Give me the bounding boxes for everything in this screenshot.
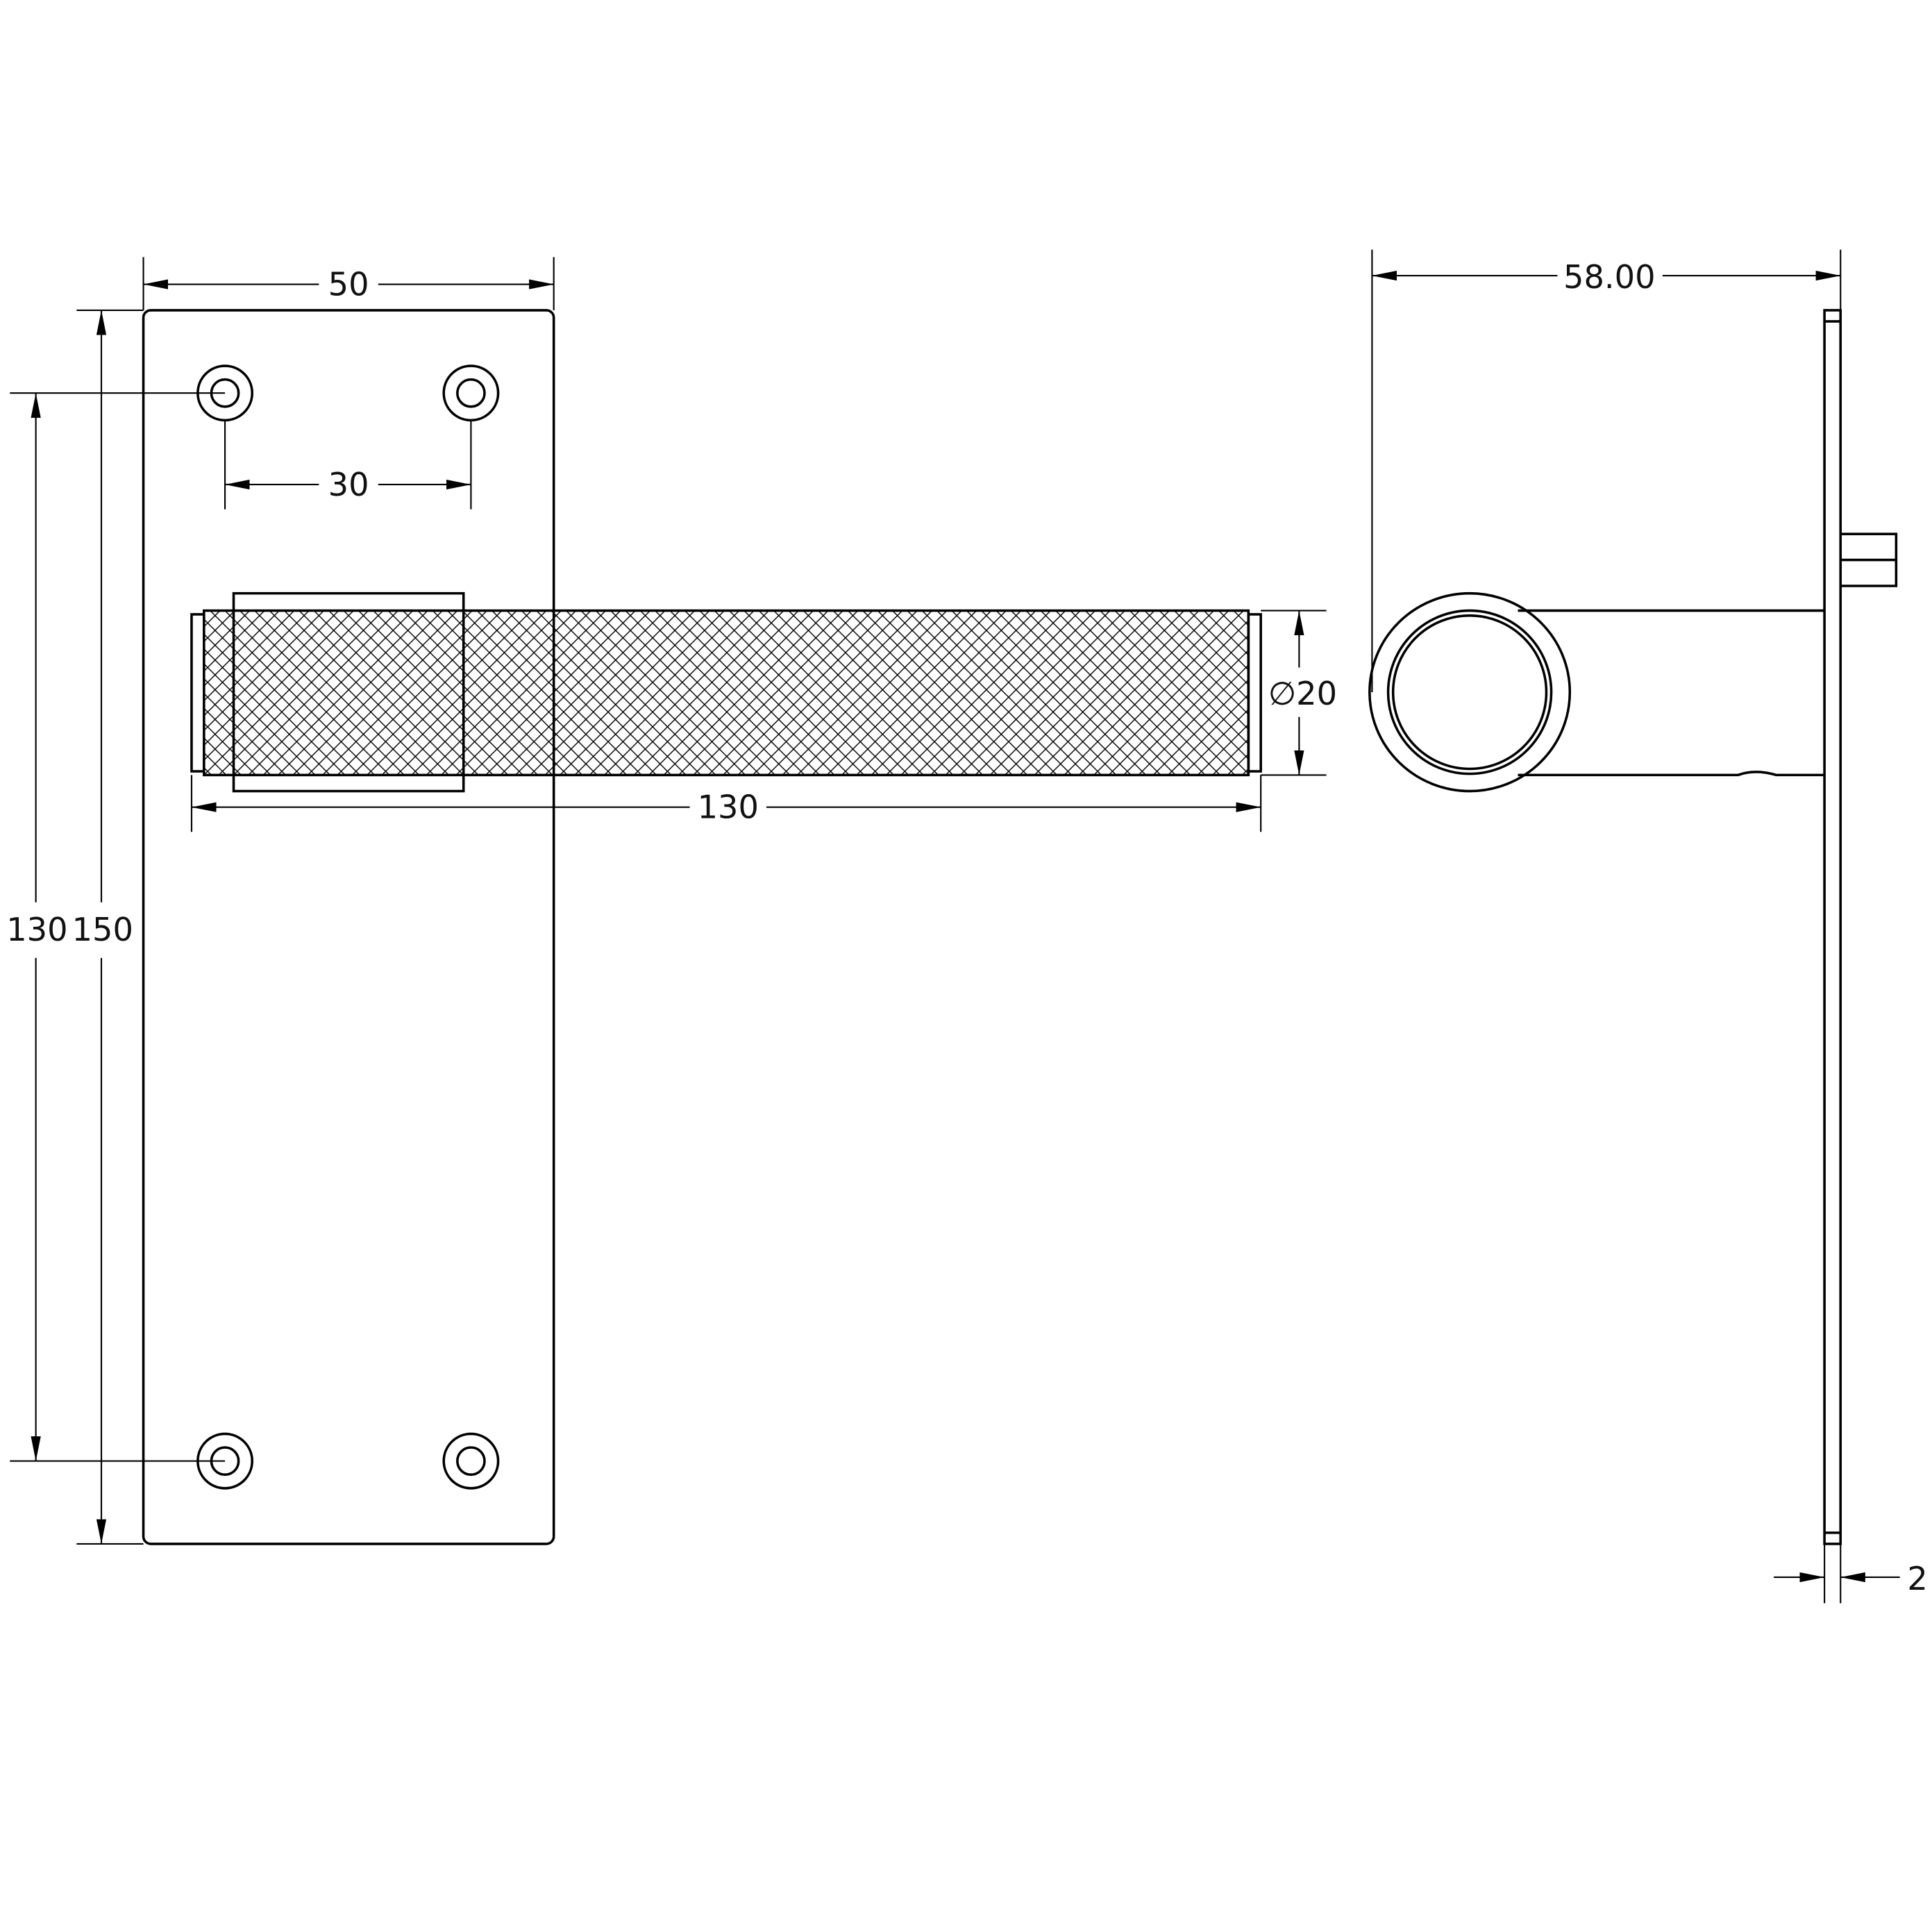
dimension-plate-height: 150 xyxy=(72,309,144,1545)
dimension-label: 2 xyxy=(1907,1560,1927,1597)
dimension-plate-thickness: 2 xyxy=(1774,1543,1928,1604)
screw-hole xyxy=(442,1432,500,1490)
dimension-label: 50 xyxy=(328,266,369,303)
dimension-lever-diameter: ∅20 xyxy=(1261,610,1337,776)
side-view xyxy=(1368,309,1898,1545)
dimension-label: 58.00 xyxy=(1563,258,1655,296)
dimension-projection: 58.00 xyxy=(1371,249,1842,693)
dimension-hole-spacing-horizontal: 30 xyxy=(224,420,472,510)
dimension-label: ∅20 xyxy=(1268,675,1337,712)
backplate-side xyxy=(1823,309,1842,1545)
backplate xyxy=(142,309,555,1545)
dimension-plate-width: 50 xyxy=(142,257,555,310)
screw-holes xyxy=(196,364,500,1490)
screw-hole xyxy=(442,364,500,422)
dimension-lever-length: 130 xyxy=(190,775,1262,832)
lever-end-view xyxy=(1368,591,1572,793)
dimension-label: 150 xyxy=(72,911,133,948)
dimension-label: 130 xyxy=(6,911,67,948)
rose-collar xyxy=(232,591,465,793)
spindle xyxy=(1840,532,1898,587)
knurled-grip xyxy=(203,609,1250,777)
dimension-label: 130 xyxy=(698,789,759,826)
lever-handle xyxy=(190,591,1262,793)
front-view xyxy=(142,309,1262,1545)
dimension-hole-spacing-vertical: 130 xyxy=(6,392,226,1462)
lever-shaft xyxy=(1518,609,1825,777)
dimension-label: 30 xyxy=(328,466,369,503)
